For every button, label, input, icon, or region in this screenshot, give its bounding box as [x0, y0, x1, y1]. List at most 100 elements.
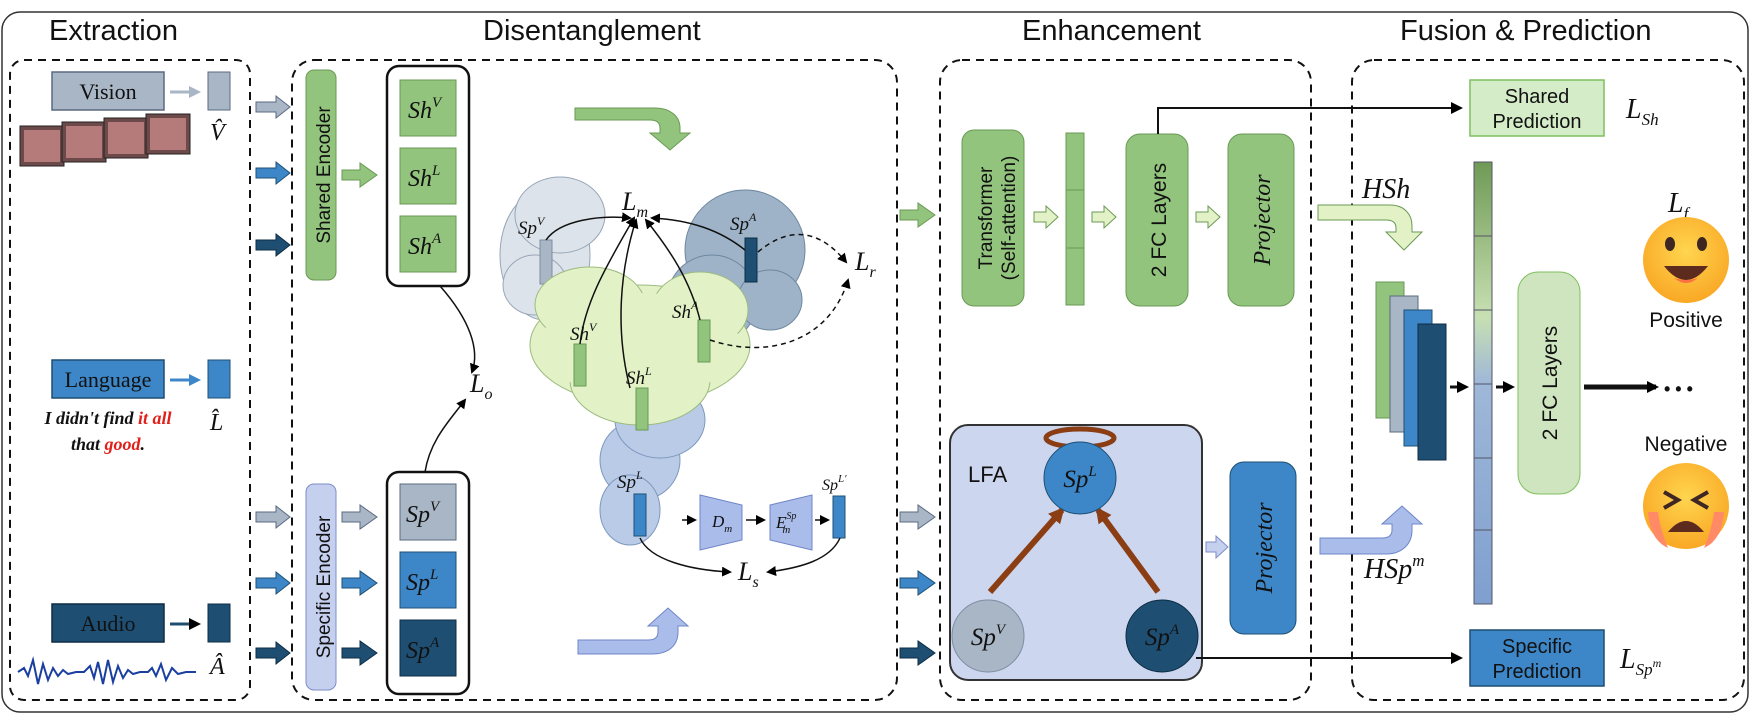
section-title-disentanglement: Disentanglement: [483, 15, 701, 47]
spl-to-ls-arrow: [639, 537, 732, 577]
lfa-sp-a-node: SpA: [1125, 599, 1199, 673]
lfa-label: LFA: [968, 462, 1007, 487]
vision-label: Vision: [79, 79, 136, 104]
transformer-to-token-arrow: [1033, 204, 1059, 230]
video-frames-image: [19, 113, 191, 167]
sp-a-to-lm-arrow: [650, 213, 746, 251]
shared-encoder-box: [305, 69, 337, 281]
language-input: Language L̂ I didn't find it all that go…: [43, 359, 231, 454]
l-hat: L̂: [209, 409, 223, 436]
sentence-part-1: I didn't find: [43, 408, 138, 428]
positive-label: Positive: [1649, 309, 1723, 332]
shared-prediction-box: Shared Prediction: [1469, 79, 1605, 137]
svg-text:SpA: SpA: [730, 210, 757, 235]
audio-feature-bar: [207, 603, 231, 643]
a-hat: Â: [208, 654, 225, 680]
sp-l-prime-label: SpL′: [822, 473, 847, 494]
svg-text:SpL: SpL: [406, 567, 438, 596]
sp-a-to-lr-arrow: [757, 233, 848, 264]
enhancement-box: [939, 59, 1312, 701]
spa-to-spl-arrow: [1095, 506, 1161, 594]
lfa-to-projector-arrow: [1205, 534, 1229, 560]
loss-lf: Lf: [1667, 188, 1691, 223]
audio-waveform-image: [17, 656, 196, 686]
sh-l-to-lm-arrow: [620, 218, 639, 389]
lfa-sp-l-node: SpL: [1043, 441, 1117, 515]
svg-text:ShA: ShA: [408, 231, 442, 260]
specific-prediction-box: Specific Prediction: [1469, 629, 1605, 687]
fused-vector: [1473, 161, 1493, 605]
shared-features-group: [385, 64, 471, 288]
sh-v-to-lm-arrow: [579, 216, 635, 345]
spv-to-spl-arrow: [987, 506, 1065, 594]
sentence-part-5: .: [141, 434, 146, 454]
fusion-box: [1351, 59, 1745, 701]
loss-lspm: LSpm: [1619, 644, 1662, 679]
loss-lr: Lr: [854, 247, 876, 281]
outer-frame: [1, 11, 1749, 713]
svg-text:SpV: SpV: [406, 499, 441, 528]
enhance-fc-block: 2 FC Layers: [1125, 133, 1189, 307]
sh-v-feature: ShV: [399, 79, 457, 137]
transformer-block: Transformer (Self-attention): [961, 129, 1025, 307]
svg-text:ShL: ShL: [408, 163, 440, 192]
svg-text:SpV: SpV: [971, 622, 1007, 651]
hsh-flow-arrow: [1317, 204, 1424, 251]
encoder-to-feature-arrows: [341, 162, 378, 666]
sp-v-cloud: SpV: [499, 176, 606, 321]
sh-a-to-lm-arrow: [644, 218, 701, 321]
loss-lo: Lo: [469, 369, 492, 403]
shared-pred-line2: Prediction: [1493, 111, 1582, 133]
hsh-label: HSh: [1361, 174, 1410, 205]
splprime-to-ls-arrow: [766, 537, 841, 576]
shared-encoder: Shared Encoder: [305, 69, 337, 281]
vision-box: [51, 71, 165, 111]
sentence-line2: that good.: [71, 434, 145, 454]
section-title-enhancement: Enhancement: [1022, 15, 1201, 47]
disentanglement-box: [291, 59, 898, 701]
shared-projector-block: Projector: [1227, 133, 1295, 307]
audio-label: Audio: [81, 611, 136, 636]
token-sequence-bar: [1065, 132, 1085, 306]
svg-text:SpL: SpL: [617, 468, 643, 493]
svg-text:SpA: SpA: [1145, 622, 1180, 651]
shared-cloud: ShV ShL ShA: [529, 266, 751, 431]
specific-flow-arrow: [577, 607, 690, 655]
sp-to-lo-arrow: [424, 398, 467, 473]
loss-lsh: LSh: [1625, 94, 1659, 129]
sp-v-feature: SpV: [399, 483, 457, 541]
fc-to-shared-pred-arrow: [1157, 102, 1463, 134]
hspm-label: HSpm: [1363, 551, 1425, 585]
sh-l-feature: ShL: [399, 147, 457, 205]
sentence-line1: I didn't find it all: [43, 408, 171, 428]
specific-pred-line1: Specific: [1502, 636, 1572, 658]
section-title-fusion: Fusion & Prediction: [1400, 15, 1651, 47]
shared-pred-line1: Shared: [1505, 86, 1570, 108]
sh-a-to-lr-arrow: [709, 278, 851, 349]
lfa-sp-v-node: SpV: [951, 599, 1025, 673]
enhance-fc-label: 2 FC Layers: [1148, 163, 1171, 277]
shared-projector-label: Projector: [1250, 174, 1276, 267]
specific-encoder-label: Specific Encoder: [314, 515, 335, 658]
language-feature-bar: [207, 359, 231, 399]
token-to-fc-arrow: [1091, 204, 1117, 230]
shared-flow-arrow: [574, 107, 692, 151]
crying-emoji-icon: [1643, 463, 1729, 549]
sentence-part-2: it all: [138, 408, 172, 428]
fc-to-projector-arrow: [1195, 204, 1221, 230]
svg-text:ShV: ShV: [408, 95, 443, 124]
stacked-feature-maps: [1375, 281, 1447, 461]
dm-block: Dm: [699, 494, 743, 551]
hspm-flow-arrow: [1319, 505, 1424, 555]
specific-pred-line2: Prediction: [1493, 661, 1582, 683]
sp-l-feature: SpL: [399, 551, 457, 609]
lfa-module: LFA SpL SpV SpA: [949, 424, 1203, 681]
output-dots: • • •: [1664, 379, 1693, 399]
svg-text:ShV: ShV: [570, 320, 598, 345]
specific-projector-label: Projector: [1252, 502, 1278, 595]
svg-text:ShL: ShL: [626, 364, 652, 389]
transformer-label-1: Transformer: [976, 166, 997, 269]
